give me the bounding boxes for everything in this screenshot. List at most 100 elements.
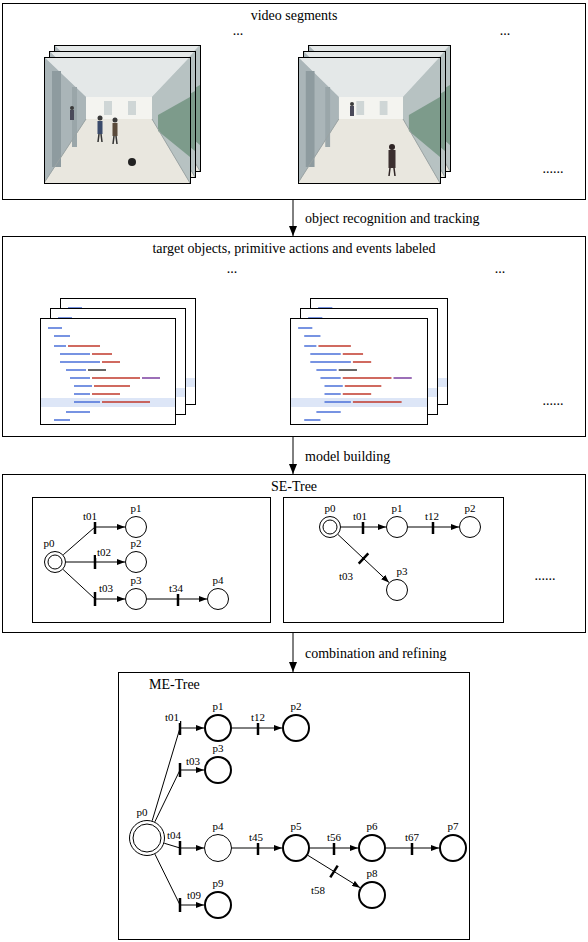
arc-arrow [308, 855, 360, 887]
place-node: p0 [129, 820, 165, 856]
panel-title: target objects, primitive actions and ev… [152, 241, 435, 257]
place-circle [126, 589, 147, 610]
label-anchor: t34 [151, 578, 201, 596]
transition-label: t03 [98, 582, 114, 594]
place-node: p3 [204, 756, 232, 784]
video-frame [49, 51, 195, 177]
transition-label: t58 [310, 884, 326, 896]
panel-box: video segments [2, 3, 586, 200]
flow-arrow [293, 200, 294, 236]
arc-arrow [341, 527, 386, 528]
transition-bar [179, 898, 182, 912]
label-document [51, 309, 186, 415]
place-outline [204, 891, 232, 919]
ellipsis-mark: ... [495, 261, 506, 277]
label-anchor: t02 [79, 542, 129, 560]
transition-label: t56 [326, 831, 342, 843]
arc-arrow [164, 843, 204, 848]
panel-box: SE-Treep0p1p2p3p4p0p1p2p3 [2, 474, 586, 633]
place-circle [359, 882, 385, 908]
place-circle [126, 517, 147, 538]
transition-bar [359, 553, 369, 563]
transition-bar [257, 841, 260, 855]
arc-arrow [63, 569, 125, 599]
transition-label: t04 [166, 829, 182, 841]
place-circle [205, 715, 231, 741]
transition-bar [362, 520, 365, 534]
place-label: p1 [382, 502, 412, 514]
transition-label: t03 [185, 755, 201, 767]
label-anchor: object recognition and tracking [304, 209, 481, 228]
place-label: p6 [357, 820, 387, 832]
place-outline [204, 714, 232, 742]
label-document [291, 319, 428, 425]
arc-arrow [338, 535, 389, 583]
edge-group [293, 200, 294, 236]
transition-label: t03 [338, 570, 354, 582]
place-label: p3 [387, 565, 417, 577]
ellipsis-mark: ... [233, 23, 244, 39]
transition-bar [330, 866, 337, 878]
arc-arrow [155, 854, 204, 905]
people [70, 106, 136, 166]
place-outline [129, 820, 165, 856]
initial-place-ring [48, 555, 62, 569]
edge-group [63, 520, 125, 555]
label-anchor: t04 [149, 825, 199, 843]
place-outline [459, 516, 481, 538]
place-circle [283, 835, 309, 861]
place-label: p1 [203, 700, 233, 712]
transition-label: t01 [164, 711, 180, 723]
arc-arrow [152, 728, 204, 821]
initial-place-ring [323, 520, 337, 534]
place-label: p9 [203, 877, 233, 889]
edge-group [308, 855, 360, 887]
label-anchor: ... [202, 259, 262, 277]
step-label: model building [304, 448, 391, 466]
ellipsis-mark: ... [227, 261, 238, 277]
label-document [301, 309, 438, 415]
label-anchor: t12 [233, 707, 283, 725]
label-anchor: t01 [335, 506, 385, 524]
ellipsis-mark: ... [500, 23, 511, 39]
transition-bar [94, 592, 97, 606]
label-anchor: t03 [168, 751, 218, 769]
edge-group [232, 721, 282, 735]
transition-bar [179, 721, 182, 735]
transition-label: t67 [404, 831, 420, 843]
label-anchor: ... [475, 21, 535, 39]
place-label: p7 [438, 820, 468, 832]
place-node: p2 [125, 551, 147, 573]
edge-group [155, 854, 204, 912]
label-anchor: ...... [523, 391, 583, 409]
edge-group [386, 841, 439, 855]
place-circle [45, 552, 66, 573]
edge-group [338, 535, 389, 583]
place-node: p0 [44, 551, 66, 573]
place-node: p3 [125, 588, 147, 610]
place-label: p2 [281, 700, 311, 712]
edge-group [293, 633, 294, 672]
panel-title: ME-Tree [149, 677, 200, 693]
place-label: p4 [203, 574, 233, 586]
place-outline [282, 834, 310, 862]
place-node: p0 [319, 516, 341, 538]
place-circle [208, 589, 229, 610]
edge-group [63, 569, 125, 606]
label-document [311, 299, 448, 405]
label-anchor: ...... [515, 566, 575, 584]
label-document [41, 319, 176, 425]
label-anchor: model building [304, 447, 391, 466]
place-node: p8 [358, 881, 386, 909]
place-node: p1 [204, 714, 232, 742]
video-frame [303, 51, 445, 177]
transition-bar [177, 592, 180, 606]
place-outline [386, 579, 408, 601]
place-circle [460, 517, 481, 538]
edge-group [232, 841, 282, 855]
place-label: p0 [34, 537, 64, 549]
place-outline [386, 516, 408, 538]
arc-arrow [310, 848, 358, 849]
label-anchor: t45 [231, 827, 281, 845]
